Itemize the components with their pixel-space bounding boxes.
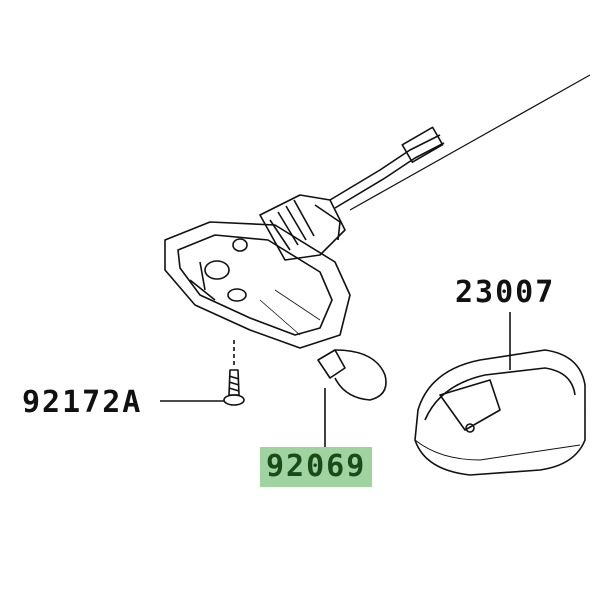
turn-signal-housing <box>164 221 351 349</box>
lens-drawing <box>414 349 586 476</box>
connector <box>401 126 444 163</box>
bulb-socket <box>259 194 346 261</box>
screw-drawing <box>223 340 245 406</box>
part-label-92172A[interactable]: 92172A <box>22 385 143 420</box>
part-label-23007[interactable]: 23007 <box>455 275 556 310</box>
part-label-92069[interactable]: 92069 <box>260 447 373 487</box>
wire <box>349 74 591 211</box>
bulb-drawing <box>317 349 387 401</box>
wire-harness <box>329 134 441 201</box>
